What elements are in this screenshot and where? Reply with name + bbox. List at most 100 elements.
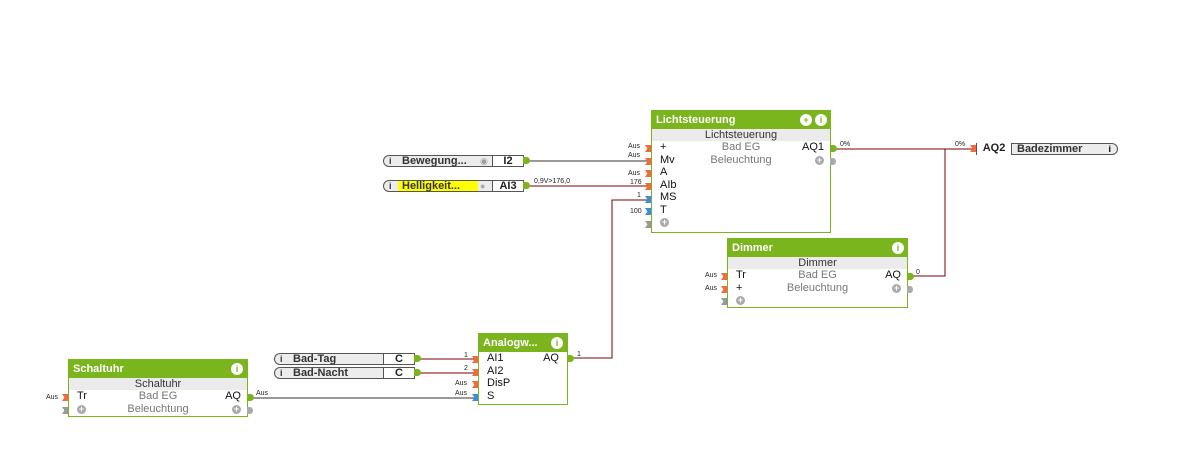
- move-icon[interactable]: +: [800, 114, 812, 126]
- constant-block-bad-nacht[interactable]: i Bad-Nacht C: [274, 367, 415, 379]
- block-subtitle: Dimmer: [728, 257, 907, 269]
- input-name: Bewegung...: [402, 155, 467, 167]
- input-pin[interactable]: [645, 170, 651, 177]
- pin-value: 0: [916, 269, 920, 276]
- constant-name: Bad-Tag: [293, 353, 337, 365]
- pin-value: 100: [630, 208, 642, 215]
- category-label: Beleuchtung: [710, 153, 772, 166]
- constant-tag: C: [383, 367, 415, 379]
- info-icon[interactable]: i: [231, 363, 243, 375]
- input-pin[interactable]: [472, 356, 478, 363]
- input-tag: AI3: [492, 180, 524, 192]
- output-pin[interactable]: [523, 182, 530, 189]
- add-output-icon[interactable]: +: [892, 282, 901, 293]
- pin-value: 1: [464, 352, 468, 359]
- input-pin[interactable]: [645, 183, 651, 190]
- input-label: +: [736, 281, 743, 294]
- info-icon[interactable]: i: [892, 242, 904, 254]
- input-label: +: [660, 141, 667, 153]
- info-icon[interactable]: i: [280, 368, 283, 378]
- output-label: AQ: [885, 269, 901, 281]
- input-tag: I2: [492, 155, 524, 167]
- output-pin[interactable]: [247, 394, 254, 401]
- input-name: Helligkeit...: [398, 181, 478, 192]
- input-pin[interactable]: [721, 286, 727, 293]
- input-label: T: [660, 203, 667, 216]
- input-pin[interactable]: [721, 298, 727, 305]
- input-pin[interactable]: [645, 145, 651, 152]
- input-label: Tr: [77, 390, 87, 402]
- input-pin[interactable]: [472, 369, 478, 376]
- pin-value: Aus: [455, 380, 468, 387]
- info-icon[interactable]: i: [389, 156, 392, 166]
- status-dot-icon: ◉: [480, 156, 488, 166]
- input-label: A: [660, 166, 668, 178]
- output-pin[interactable]: [247, 407, 253, 414]
- input-label: S: [487, 389, 495, 402]
- pin-value: Aus: [256, 390, 269, 397]
- input-pin[interactable]: [721, 273, 727, 280]
- input-block-bewegung[interactable]: i Bewegung... ◉ I2: [383, 155, 524, 167]
- output-pin[interactable]: [414, 355, 421, 362]
- output-pin[interactable]: [523, 157, 530, 164]
- pin-value: 1: [637, 192, 641, 199]
- add-output-icon[interactable]: +: [232, 403, 241, 414]
- block-title: Analogw...: [483, 337, 538, 349]
- info-icon[interactable]: i: [389, 181, 392, 191]
- status-dot-icon: ●: [480, 181, 486, 191]
- pin-value: Aus: [628, 152, 641, 159]
- info-icon[interactable]: i: [815, 114, 827, 126]
- info-icon[interactable]: i: [1108, 144, 1111, 154]
- pin-value: Aus: [46, 394, 59, 401]
- input-label: AI2: [487, 364, 504, 377]
- input-pin[interactable]: [645, 196, 651, 203]
- block-title: Lichtsteuerung: [656, 114, 736, 126]
- pin-value: 0%: [840, 141, 851, 148]
- wire-value: 0,9V>176,0: [534, 178, 571, 185]
- pin-value: Aus: [705, 285, 718, 292]
- add-input-icon[interactable]: +: [77, 403, 86, 414]
- input-pin[interactable]: [970, 145, 976, 152]
- input-pin[interactable]: [472, 394, 478, 401]
- constant-block-bad-tag[interactable]: i Bad-Tag C: [274, 353, 415, 365]
- input-pin[interactable]: [645, 208, 651, 215]
- category-label: Beleuchtung: [127, 402, 189, 415]
- input-pin[interactable]: [645, 221, 651, 228]
- input-pin[interactable]: [62, 394, 68, 401]
- category-label: Beleuchtung: [786, 281, 849, 294]
- pin-value: Aus: [628, 143, 641, 150]
- add-input-icon[interactable]: +: [660, 217, 669, 227]
- output-pin[interactable]: [414, 369, 421, 376]
- constant-tag: C: [383, 353, 415, 365]
- output-pin[interactable]: [907, 286, 913, 293]
- wire-analog-ms: [572, 199, 650, 359]
- output-block-badezimmer[interactable]: AQ2 Badezimmer i: [976, 143, 1118, 155]
- input-label: AI1: [487, 352, 504, 364]
- output-pin[interactable]: [907, 273, 914, 280]
- output-tag: AQ2: [977, 143, 1012, 155]
- output-pin[interactable]: [830, 145, 837, 152]
- input-pin[interactable]: [645, 158, 651, 165]
- output-pin[interactable]: [567, 355, 574, 362]
- input-block-helligkeit[interactable]: i Helligkeit... ● AI3: [383, 180, 524, 192]
- output-label: AQ1: [801, 141, 824, 153]
- pin-value: 1: [577, 351, 581, 358]
- input-pin[interactable]: [472, 381, 478, 388]
- add-input-icon[interactable]: +: [736, 295, 745, 305]
- input-label: MS: [660, 191, 677, 203]
- block-subtitle: Lichtsteuerung: [652, 129, 830, 141]
- info-icon[interactable]: i: [551, 337, 563, 349]
- input-pin[interactable]: [62, 407, 68, 414]
- add-output-icon[interactable]: +: [815, 154, 824, 165]
- output-pin[interactable]: [830, 158, 836, 165]
- pin-value: 176: [630, 179, 642, 186]
- block-title: Dimmer: [732, 242, 773, 254]
- block-lichtsteuerung[interactable]: Lichtsteuerung + i Lichtsteuerung +Bad E…: [651, 110, 831, 233]
- info-icon[interactable]: i: [280, 354, 283, 364]
- output-label: AQ: [543, 352, 559, 364]
- constant-name: Bad-Nacht: [293, 367, 349, 379]
